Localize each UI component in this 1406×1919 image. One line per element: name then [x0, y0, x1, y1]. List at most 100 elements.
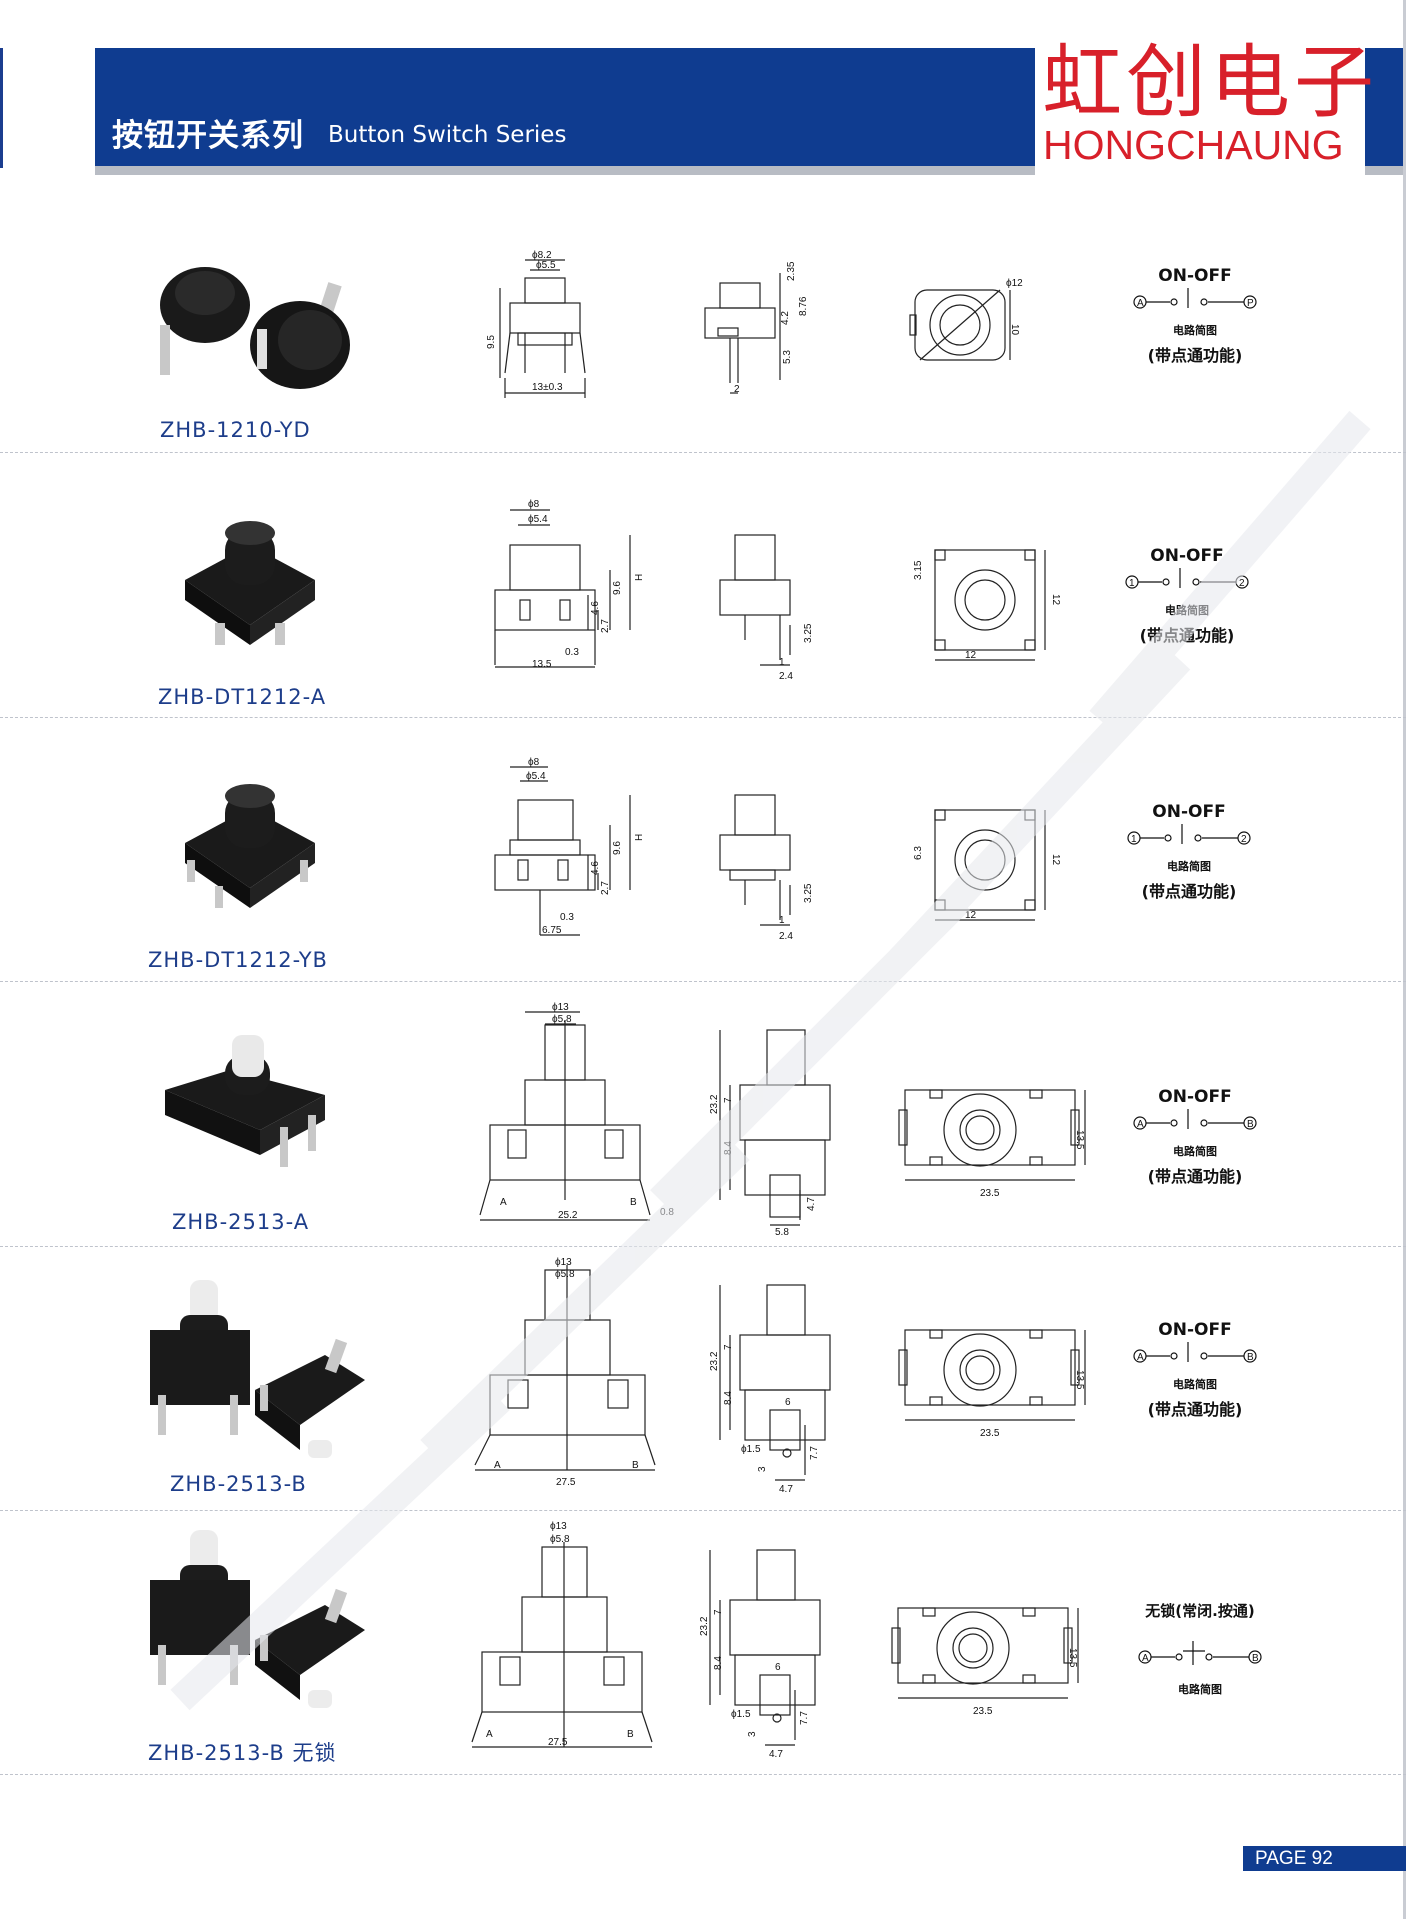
series-title-cn: 按钮开关系列	[112, 118, 304, 154]
side-view-drawing-2: 3.25 1 2.4	[719, 534, 814, 682]
header-shadow	[95, 166, 1035, 175]
dim-label: ϕ12	[1006, 278, 1023, 289]
left-edge-strip	[0, 48, 3, 168]
circuit-diagram: ON-OFF 1 2 电路简图 (带点通功能)	[1112, 546, 1262, 646]
row-divider	[0, 1246, 1406, 1247]
switch-photo-4	[165, 1035, 325, 1167]
model-label: ZHB-2513-B	[170, 1472, 307, 1496]
circuit-function: (带点通功能)	[1147, 1167, 1243, 1186]
circuit-function: (带点通功能)	[1139, 626, 1235, 645]
circuit-caption: 电路简图	[1173, 324, 1217, 337]
top-view-drawing-3: 6.3 12 12	[913, 809, 1061, 921]
switch-photo-3	[185, 784, 315, 908]
row-divider	[0, 981, 1406, 982]
side-view-drawing-1: 2.35 4.2 8.76 5.3 2	[704, 261, 809, 395]
dim-label: ϕ8	[528, 757, 540, 768]
dim-label: ϕ5.8	[550, 1534, 570, 1545]
circuit-title: 无锁(常闭.按通)	[1145, 1602, 1255, 1620]
circuit-title: ON-OFF	[1152, 802, 1226, 822]
dim-label: 2.35	[786, 261, 797, 281]
dim-label: 3.15	[913, 560, 924, 580]
circuit-terminal-right: B	[1247, 1352, 1254, 1363]
dim-label: 2	[734, 384, 740, 395]
top-view-drawing-1: ϕ12 10	[909, 278, 1023, 361]
brand-logo-en: HONGCHAUNG	[1043, 122, 1344, 168]
circuit-diagram: ON-OFF A B 电路简图 (带点通功能)	[1120, 1087, 1270, 1187]
dim-label: 8.4	[723, 1141, 734, 1155]
dim-label: 25.2	[558, 1210, 578, 1221]
circuit-function: (带点通功能)	[1147, 1400, 1243, 1419]
dim-label: 3	[747, 1731, 758, 1737]
circuit-diagram: ON-OFF A P 电路简图 (带点通功能)	[1120, 266, 1270, 366]
dim-label: ϕ1.5	[741, 1444, 761, 1455]
dim-label: ϕ1.5	[731, 1709, 751, 1720]
dim-label: 4.2	[780, 311, 791, 325]
circuit-diagram: ON-OFF 1 2 电路简图 (带点通功能)	[1114, 802, 1264, 902]
dim-label: 5.3	[782, 350, 793, 364]
circuit-terminal-right: B	[1247, 1119, 1254, 1130]
switch-photo-2	[185, 521, 315, 645]
circuit-title: ON-OFF	[1158, 266, 1232, 286]
dim-label: 4.6	[590, 601, 601, 615]
dim-label: 7.7	[809, 1446, 820, 1460]
circuit-terminal-left: A	[1137, 1119, 1144, 1130]
circuit-schematic: A B	[1133, 1342, 1257, 1363]
dim-label: 9.6	[612, 581, 623, 595]
dim-label: 8.76	[798, 296, 809, 316]
front-view-drawing-4: ϕ13 ϕ5.8 A B 25.2 0.8	[479, 1002, 674, 1221]
dim-label: 4.7	[806, 1197, 817, 1211]
dim-label: 4.7	[769, 1749, 783, 1760]
dim-label: 7	[713, 1609, 724, 1615]
circuit-caption: 电路简图	[1165, 604, 1209, 617]
top-view-drawing-5: 13.5 23.5	[898, 1329, 1086, 1439]
dim-label: B	[630, 1197, 637, 1208]
dim-label: 23.2	[709, 1094, 720, 1114]
dim-label: 23.2	[699, 1616, 710, 1636]
dim-label: 3.25	[803, 623, 814, 643]
dim-label: 9.5	[486, 335, 497, 349]
dim-label: 5.8	[775, 1227, 789, 1238]
side-view-drawing-6: 23.2 7 8.4 6 ϕ1.5 3 7.7 4.7	[699, 1549, 821, 1760]
dim-label: 1	[779, 915, 785, 926]
circuit-schematic: A B	[1133, 1109, 1257, 1130]
dim-label: ϕ5.4	[526, 771, 546, 782]
circuit-terminal-left: A	[1137, 298, 1144, 309]
dim-label: 10	[1009, 324, 1020, 336]
dim-label: 6	[785, 1397, 791, 1408]
dim-label: 13.5	[1074, 1130, 1085, 1150]
model-label: ZHB-DT1212-A	[158, 685, 327, 709]
circuit-schematic: A B	[1138, 1641, 1262, 1665]
dim-label: 3	[757, 1466, 768, 1472]
dim-label: 27.5	[556, 1477, 576, 1488]
dim-label: 13.5	[1067, 1648, 1078, 1668]
circuit-schematic: 1 2	[1125, 568, 1249, 589]
dim-label: 7.7	[799, 1711, 810, 1725]
dim-label: 12	[1050, 594, 1061, 606]
circuit-function: (带点通功能)	[1147, 346, 1243, 365]
circuit-terminal-left: A	[1142, 1653, 1149, 1664]
dim-label: H	[634, 834, 645, 841]
dim-label: ϕ13	[550, 1521, 567, 1532]
dim-label: ϕ5.5	[536, 260, 556, 271]
dim-label: 7	[723, 1344, 734, 1350]
dim-label: 13.5	[1074, 1370, 1085, 1390]
front-view-drawing-1: ϕ8.2 ϕ5.5 9.5 13±0.3	[486, 250, 586, 398]
dim-label: 6.3	[913, 846, 924, 860]
dim-label: 12	[965, 650, 977, 661]
dim-label: ϕ5.4	[528, 514, 548, 525]
dim-label: 2.7	[600, 619, 611, 633]
model-label: ZHB-2513-A	[172, 1210, 310, 1234]
dim-label: 1	[779, 657, 785, 668]
dim-label: 0.8	[660, 1207, 674, 1218]
dim-label: A	[500, 1197, 507, 1208]
brand-logo-cn: 虹创电子	[1042, 36, 1378, 129]
circuit-schematic: A P	[1133, 288, 1257, 309]
model-label: ZHB-DT1212-YB	[148, 948, 328, 972]
circuit-caption: 电路简图	[1173, 1145, 1217, 1158]
model-label: ZHB-1210-YD	[160, 418, 311, 442]
page-number: PAGE 92	[1243, 1846, 1406, 1871]
front-view-drawing-3: ϕ8 ϕ5.4 H 9.6 4.6 2.7 6.75 0.3	[494, 757, 645, 936]
dim-label: B	[627, 1729, 634, 1740]
dim-label: A	[486, 1729, 493, 1740]
front-view-drawing-2: ϕ8 ϕ5.4 H 9.6 4.6 2.7 13.5 0.3	[494, 499, 645, 670]
